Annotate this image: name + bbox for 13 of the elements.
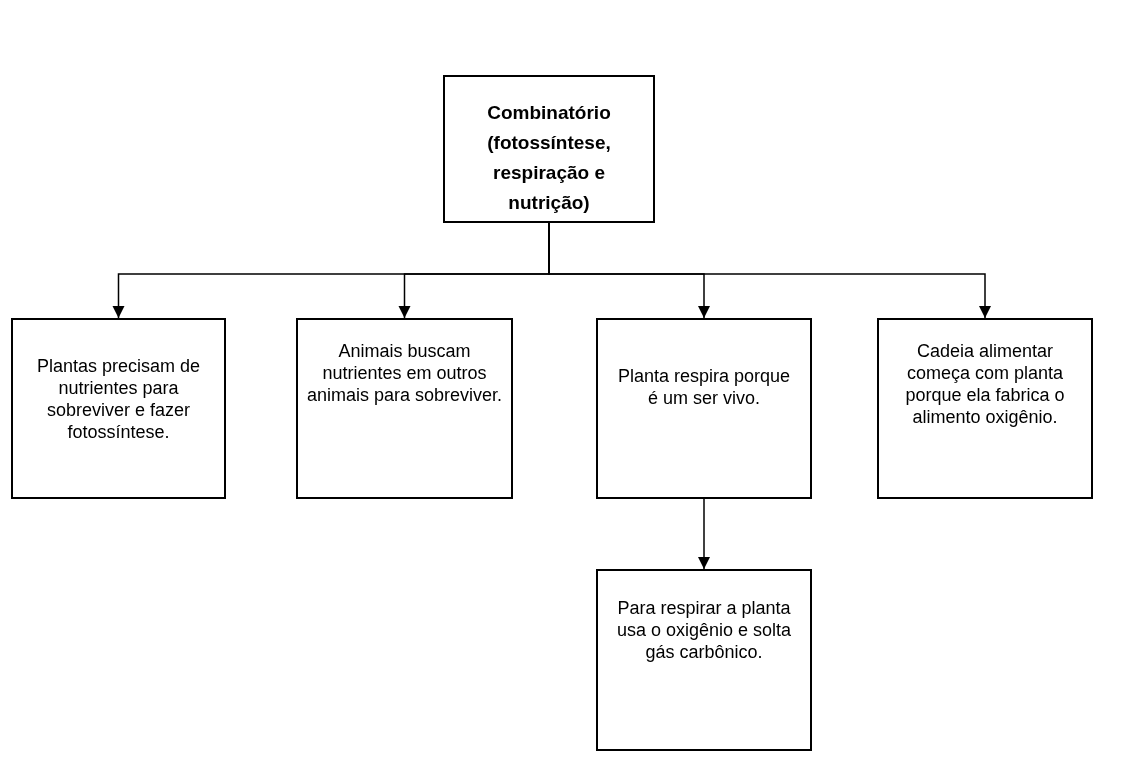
text-box [596, 569, 812, 751]
text-box [11, 318, 226, 499]
text-box [877, 318, 1093, 499]
body-text: Cadeia alimentar começa com planta porque ela fabrica o alimento oxigênio. [904, 340, 1066, 428]
heading-text: Combinatório (fotossíntese, respiração e nutrição) [486, 101, 612, 215]
body-text: Para respirar a planta usa o oxigênio e solta gás carbônico. [615, 597, 793, 663]
body-text: Planta respira porque é um ser vivo. [616, 365, 792, 409]
text-box [296, 318, 513, 499]
body-text: Animais buscam nutrientes em outros animais para sobreviver. [306, 340, 503, 406]
text-box [596, 318, 812, 499]
arrow [698, 498, 710, 570]
body-text: Plantas precisam de nutrientes para sobreviver e fazer fotossíntese. [35, 355, 202, 443]
text-box [443, 75, 655, 223]
